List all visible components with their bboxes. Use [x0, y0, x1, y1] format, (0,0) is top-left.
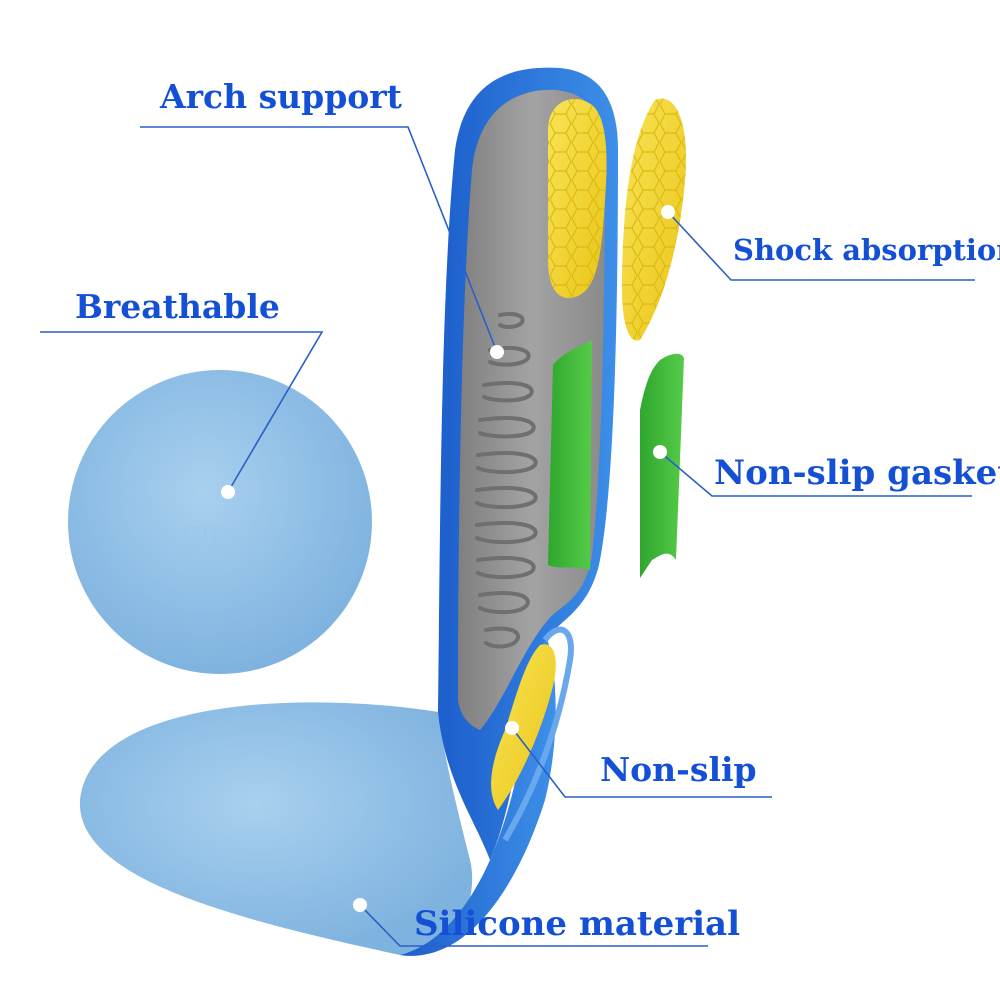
label-non-slip: Non-slip — [600, 750, 757, 789]
dot-breathable — [221, 485, 235, 499]
leader-gasket — [659, 451, 972, 497]
leader-silicone — [359, 904, 708, 947]
callout-dots — [221, 205, 675, 912]
dot-silicone — [353, 898, 367, 912]
arch-gasket — [548, 340, 592, 570]
dot-gasket — [653, 445, 667, 459]
leader-arch — [140, 126, 498, 353]
arch-ribs — [475, 311, 538, 649]
insole — [79, 67, 618, 957]
heel-pad — [491, 644, 556, 810]
label-non-slip-gasket: Non-slip gasket — [714, 453, 1000, 493]
insole-fabric-bottom — [79, 702, 473, 957]
dot-shock — [661, 205, 675, 219]
dot-arch — [490, 345, 504, 359]
leader-shock — [667, 211, 975, 281]
watermark-text: EID — [182, 521, 233, 556]
leader-nonslip — [511, 727, 772, 798]
leader-breathable — [40, 331, 324, 493]
dot-nonslip — [505, 721, 519, 735]
label-shock-absorption: Shock absorption — [733, 233, 1000, 267]
non-slip-gasket-piece — [640, 353, 684, 578]
fabric-swatch: EID — [68, 370, 372, 674]
leader-lines — [40, 126, 975, 947]
label-silicone-material: Silicone material — [414, 904, 740, 944]
label-breathable: Breathable — [75, 287, 280, 326]
shock-absorption-pad — [622, 98, 686, 341]
label-arch-support: Arch support — [160, 77, 402, 116]
